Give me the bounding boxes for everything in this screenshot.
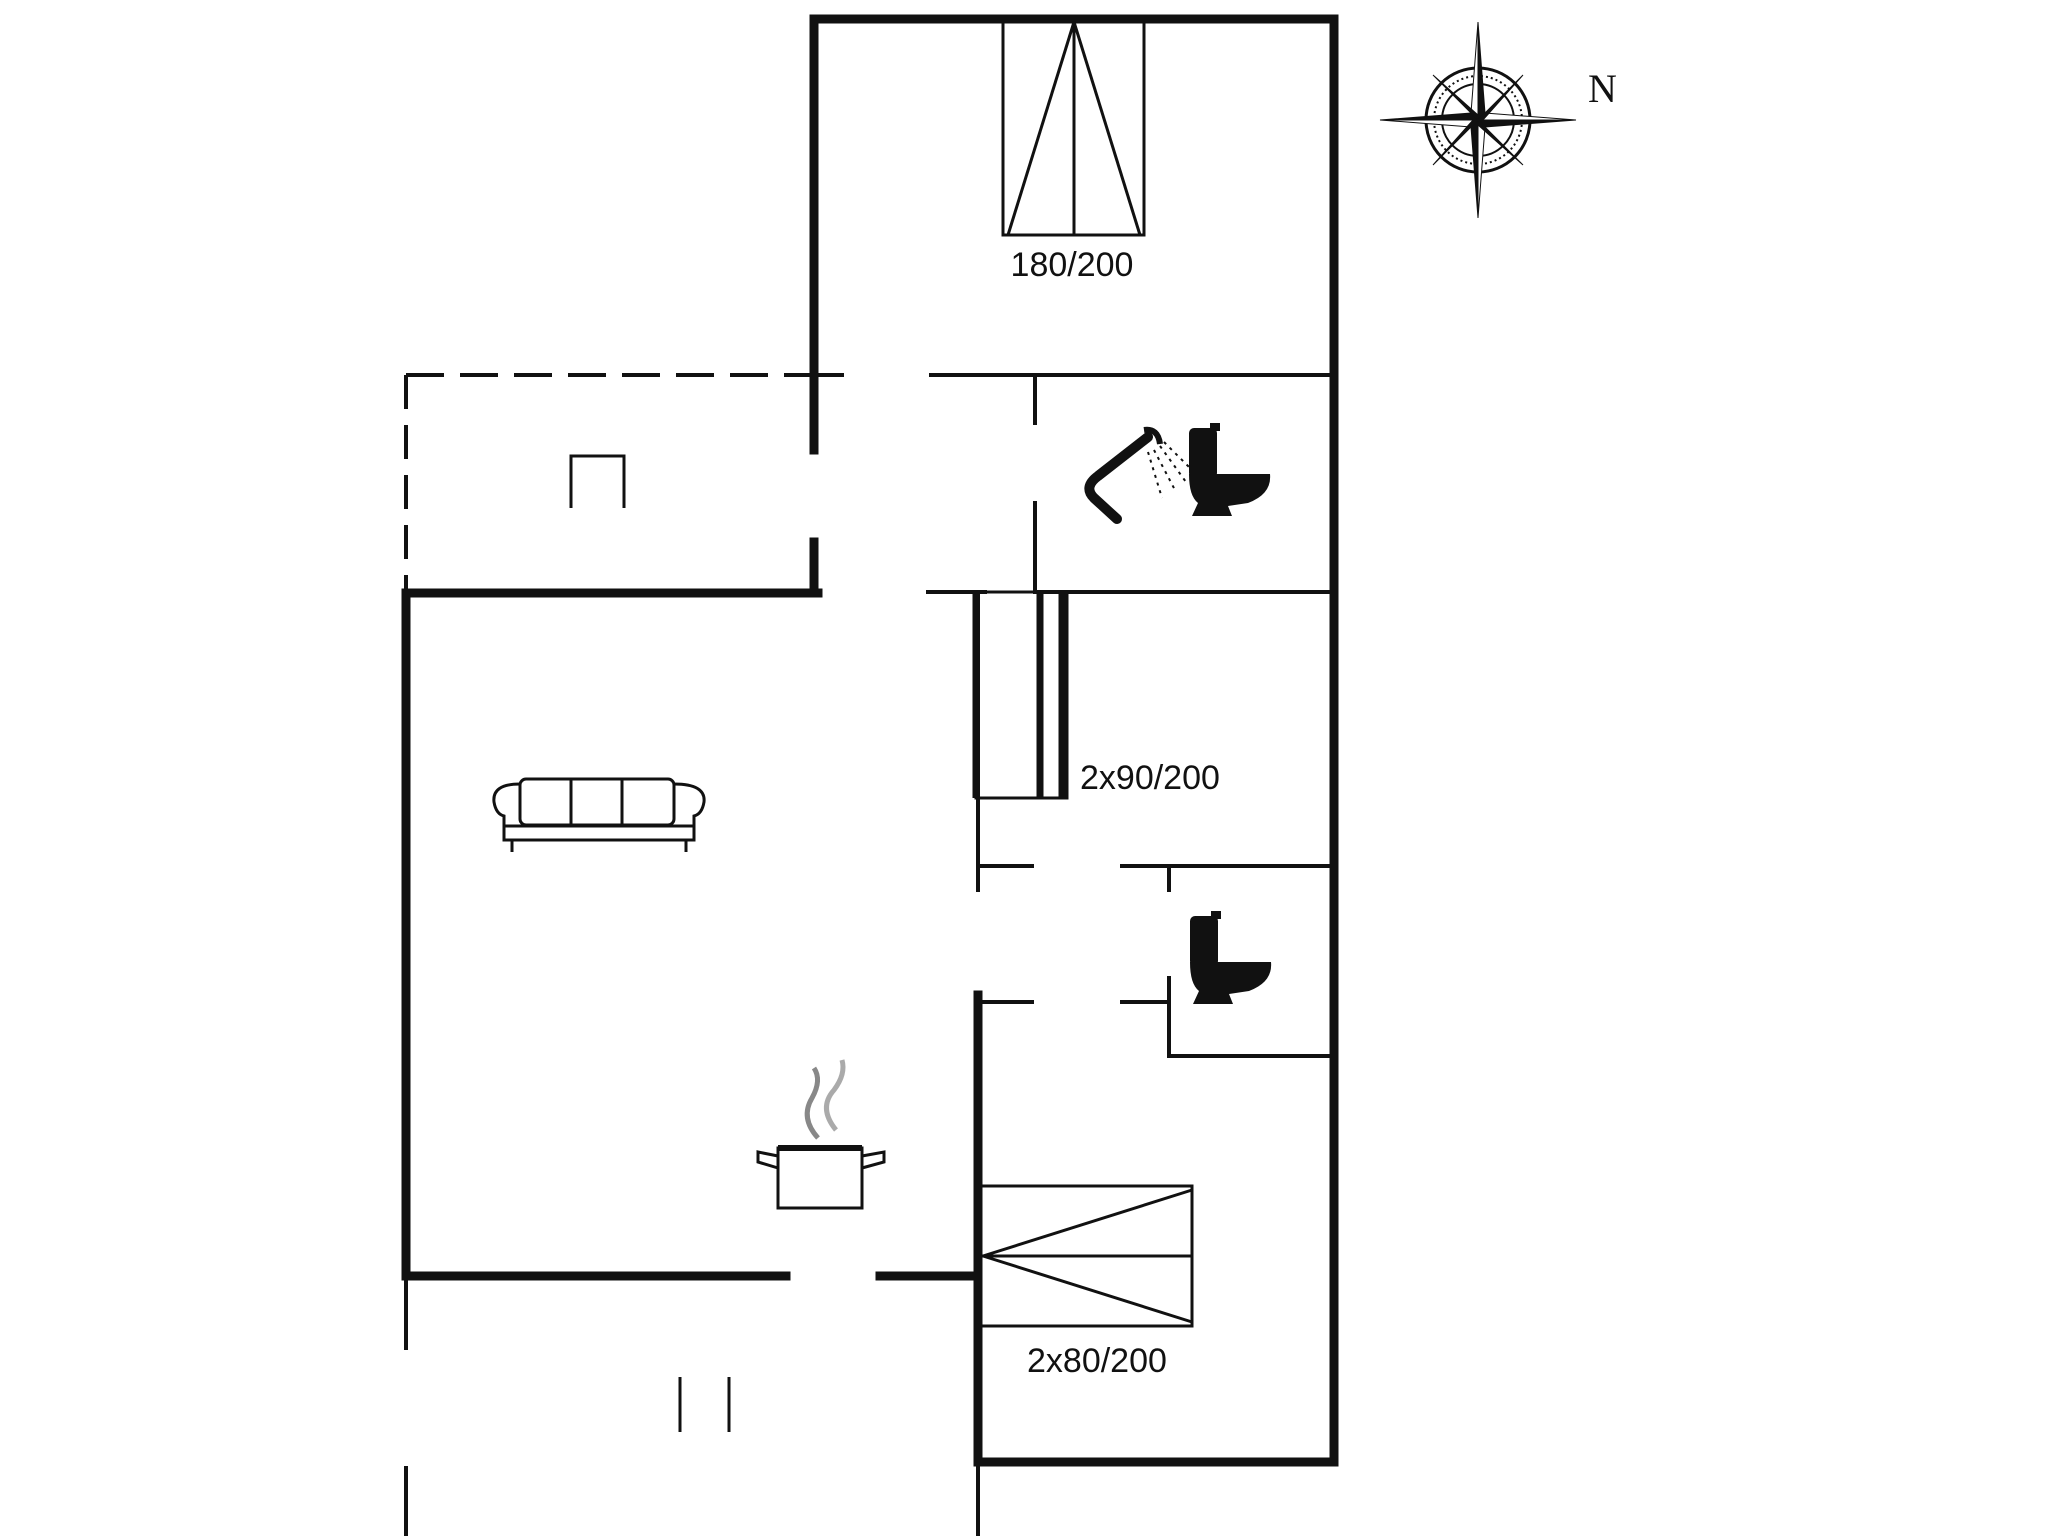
north-label: N <box>1588 66 1617 111</box>
bunk-bed-icon <box>972 590 1069 800</box>
bed-size-twin-lower: 2x80/200 <box>1027 1342 1167 1380</box>
terrace-step <box>569 454 626 508</box>
walls <box>401 14 1339 1467</box>
terrace-north <box>404 373 842 590</box>
bed-size-master: 180/200 <box>1011 246 1134 284</box>
compass-rose-icon <box>1379 21 1577 219</box>
toilet-icon <box>1189 423 1271 516</box>
shower-icon <box>1084 426 1193 524</box>
cooking-pot-icon <box>756 1059 886 1210</box>
terrace-south <box>404 1280 980 1536</box>
toilet-icon-wc <box>1190 911 1272 1004</box>
sofa-icon <box>492 777 706 852</box>
single-bed-icon <box>976 1184 1194 1328</box>
double-bed-icon <box>1001 17 1146 237</box>
bed-size-twin-upper: 2x90/200 <box>1080 759 1220 797</box>
